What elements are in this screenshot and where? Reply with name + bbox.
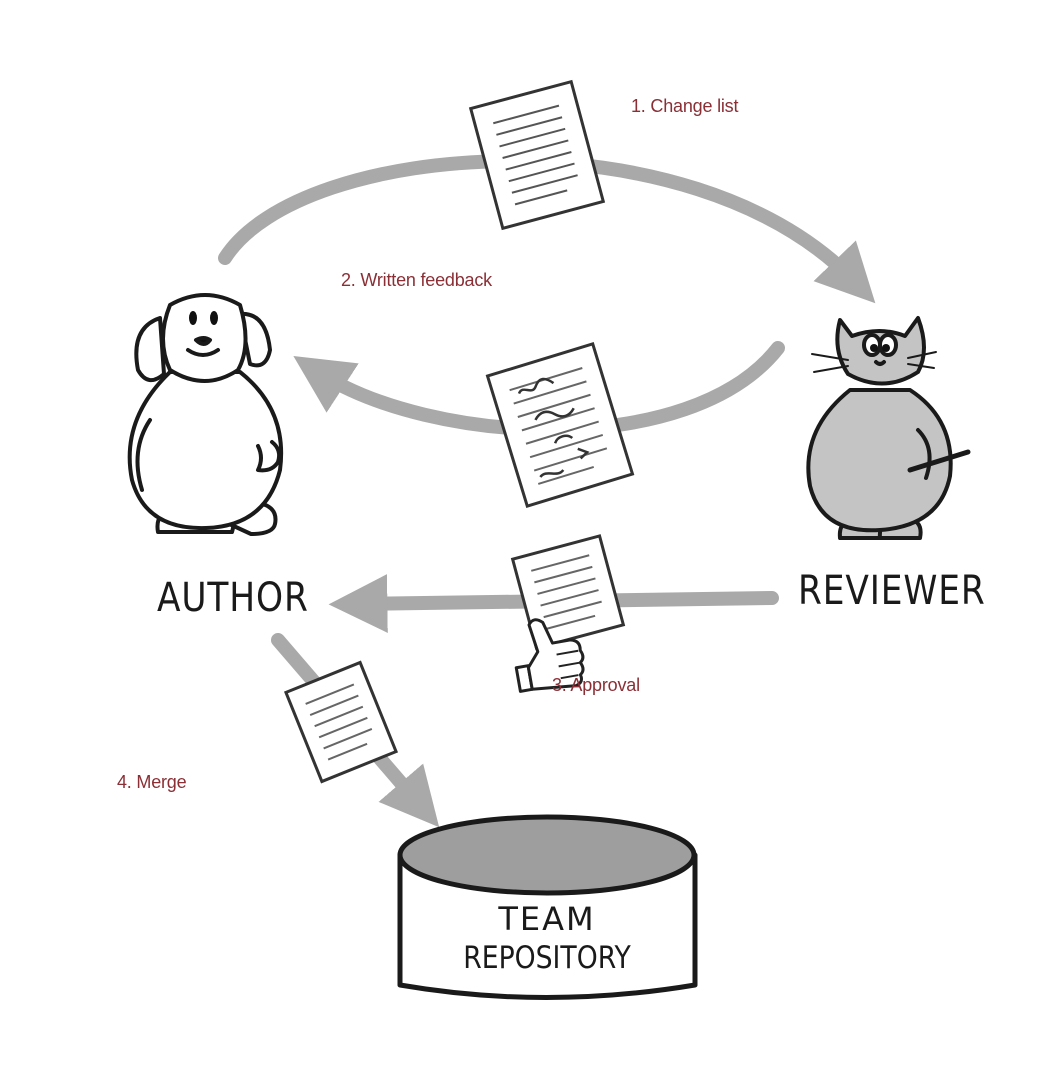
cat-reviewer-icon: [806, 316, 971, 540]
reviewer-label: REVIEWER: [798, 568, 986, 614]
merge-document-icon: [283, 660, 399, 784]
step-change-list: 1. Change list: [631, 96, 739, 116]
repository-label-line2: REPOSITORY: [463, 940, 631, 976]
step-written-feedback: 2. Written feedback: [341, 270, 492, 290]
author-label: AUTHOR: [157, 575, 309, 621]
approved-document-icon: [510, 534, 626, 650]
marked-document-icon: [485, 342, 635, 508]
dog-author-icon: [127, 293, 284, 536]
document-icon: [468, 79, 606, 231]
thumbs-up-icon: [514, 618, 585, 693]
step-merge: 4. Merge: [117, 772, 187, 792]
repository-label-line1: TEAM: [498, 900, 596, 938]
database-icon: [397, 814, 698, 1000]
step-approval: 3. Approval: [552, 675, 640, 695]
